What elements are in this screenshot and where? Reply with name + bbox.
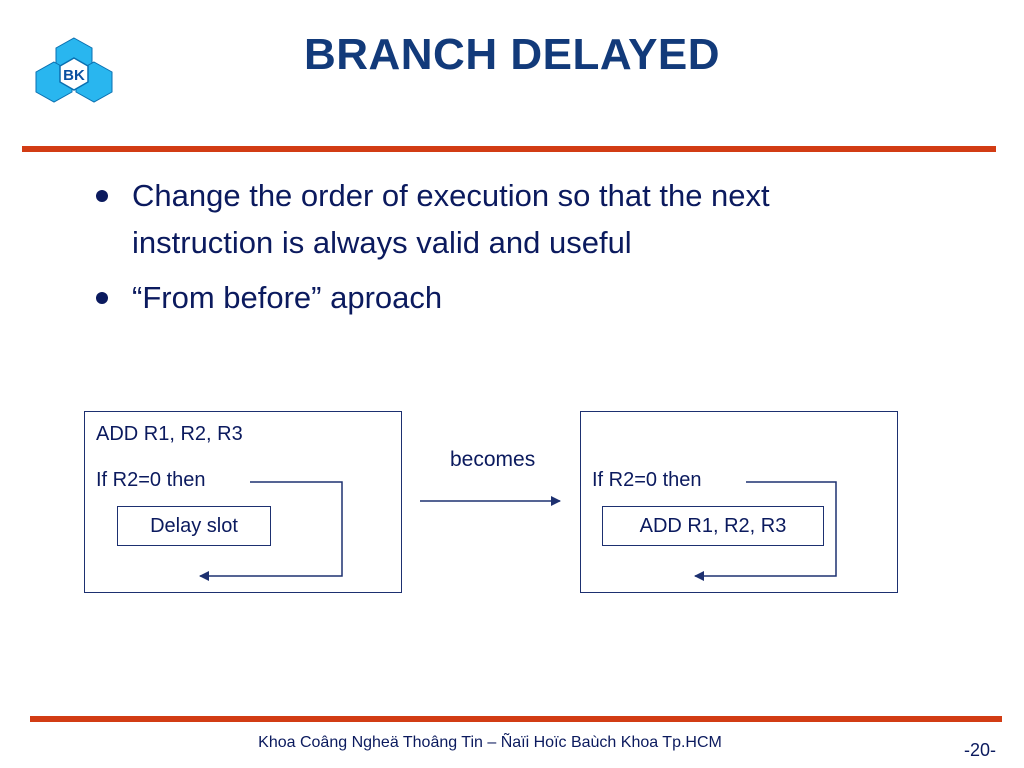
bullet-dot-icon [96, 190, 108, 202]
before-add-instruction: ADD R1, R2, R3 [96, 423, 243, 445]
logo-text: BK [63, 67, 85, 84]
slide-title: BRANCH DELAYED [303, 30, 721, 79]
delay-slot-box: Delay slot [117, 506, 271, 546]
before-branch-instruction: If R2=0 then [96, 469, 206, 491]
footer-text: Khoa Coâng Ngheä Thoâng Tin – Ñaïi Hoïc … [258, 734, 722, 751]
bottom-rule [30, 716, 1002, 722]
becomes-label: becomes [450, 448, 536, 471]
after-box [580, 411, 898, 593]
bullet-list: Change the order of execution so that th… [92, 172, 912, 329]
after-branch-instruction: If R2=0 then [592, 469, 702, 491]
top-rule [22, 146, 996, 152]
bk-logo: BK [34, 36, 114, 108]
bullet-text: Change the order of execution so that th… [132, 178, 770, 260]
bullet-dot-icon [96, 292, 108, 304]
bullet-text: “From before” aproach [132, 280, 443, 315]
bullet-item: “From before” aproach [92, 274, 912, 321]
after-delay-slot-box: ADD R1, R2, R3 [602, 506, 824, 546]
bullet-item: Change the order of execution so that th… [92, 172, 912, 266]
page-number: -20- [963, 740, 996, 760]
